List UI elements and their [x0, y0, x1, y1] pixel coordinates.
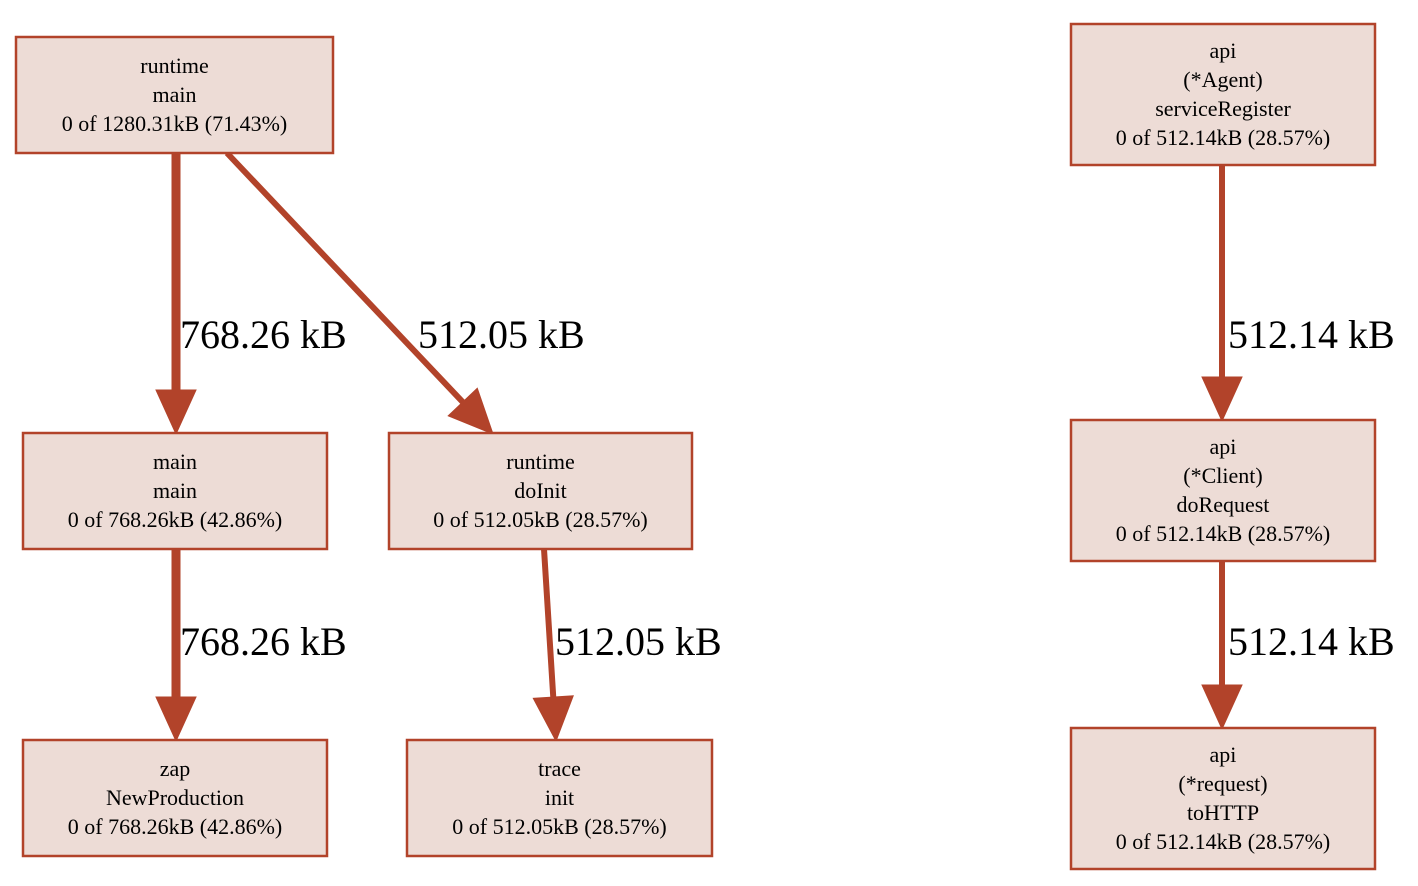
node-main-main[interactable]: main main 0 of 768.26kB (42.86%)	[21, 431, 329, 551]
node-box	[1069, 22, 1377, 167]
edge-label: 512.05 kB	[555, 619, 722, 664]
edge-main-main-to-zap-newproduction: 768.26 kB	[155, 549, 347, 743]
node-box	[1069, 418, 1377, 563]
edge-label: 768.26 kB	[180, 312, 347, 357]
node-label-line: 0 of 512.14kB (28.57%)	[1116, 125, 1330, 150]
node-label-line: 0 of 512.14kB (28.57%)	[1116, 829, 1330, 854]
node-label-line: (*Agent)	[1183, 67, 1262, 92]
node-runtime-doinit[interactable]: runtime doInit 0 of 512.05kB (28.57%)	[387, 431, 694, 551]
edge-runtime-doinit-to-trace-init: 512.05 kB	[532, 548, 722, 743]
node-label-line: toHTTP	[1187, 800, 1259, 825]
edge-api-agent-to-api-client: 512.14 kB	[1201, 165, 1395, 423]
arrowhead	[1201, 684, 1243, 731]
arrowhead	[155, 389, 197, 436]
edge-label: 768.26 kB	[180, 619, 347, 664]
node-label-line: 0 of 512.14kB (28.57%)	[1116, 521, 1330, 546]
node-trace-init[interactable]: trace init 0 of 512.05kB (28.57%)	[405, 738, 714, 858]
edge-api-client-to-api-request: 512.14 kB	[1201, 561, 1395, 731]
node-label-line: 0 of 512.05kB (28.57%)	[433, 507, 647, 532]
node-label-line: init	[545, 785, 574, 810]
edge-label: 512.14 kB	[1228, 312, 1395, 357]
edge-label: 512.14 kB	[1228, 619, 1395, 664]
node-api-agent-serviceregister[interactable]: api (*Agent) serviceRegister 0 of 512.14kB …	[1069, 22, 1377, 167]
edge-line	[224, 150, 465, 405]
node-box	[405, 738, 714, 858]
edge-line	[541, 548, 557, 698]
arrowhead	[532, 695, 574, 743]
node-label-line: doInit	[514, 478, 567, 503]
arrowhead	[1201, 376, 1243, 423]
node-label-line: api	[1210, 742, 1237, 767]
node-label-line: 0 of 768.26kB (42.86%)	[68, 507, 282, 532]
node-box	[21, 738, 329, 858]
node-label-line: (*request)	[1178, 771, 1267, 796]
node-label-line: NewProduction	[106, 785, 244, 810]
node-label-line: 0 of 768.26kB (42.86%)	[68, 814, 282, 839]
arrowhead	[155, 696, 197, 743]
node-label-line: 0 of 1280.31kB (71.43%)	[62, 111, 287, 136]
node-api-client-dorequest[interactable]: api (*Client) doRequest 0 of 512.14kB (28.5…	[1069, 418, 1377, 563]
edge-label: 512.05 kB	[418, 312, 585, 357]
node-box	[14, 35, 335, 155]
node-api-request-tohttp[interactable]: api (*request) toHTTP 0 of 512.14kB (28.57%…	[1069, 726, 1377, 871]
node-label-line: 0 of 512.05kB (28.57%)	[452, 814, 666, 839]
node-box	[21, 431, 329, 551]
node-label-line: zap	[160, 756, 191, 781]
node-label-line: main	[153, 449, 197, 474]
node-label-line: api	[1210, 38, 1237, 63]
node-label-line: serviceRegister	[1155, 96, 1291, 121]
node-label-line: main	[153, 478, 197, 503]
node-label-line: trace	[538, 756, 581, 781]
node-runtime-main[interactable]: runtime main 0 of 1280.31kB (71.43%)	[14, 35, 335, 155]
node-label-line: (*Client)	[1183, 463, 1262, 488]
arrowhead	[447, 387, 494, 435]
edge-runtime-main-to-main-main: 768.26 kB	[155, 153, 347, 436]
node-label-line: runtime	[140, 53, 208, 78]
node-box	[387, 431, 694, 551]
node-label-line: main	[153, 82, 197, 107]
node-label-line: api	[1210, 434, 1237, 459]
node-label-line: doRequest	[1177, 492, 1270, 517]
node-box	[1069, 726, 1377, 871]
node-label-line: runtime	[506, 449, 574, 474]
edge-runtime-main-to-runtime-doinit: 512.05 kB	[224, 150, 585, 435]
